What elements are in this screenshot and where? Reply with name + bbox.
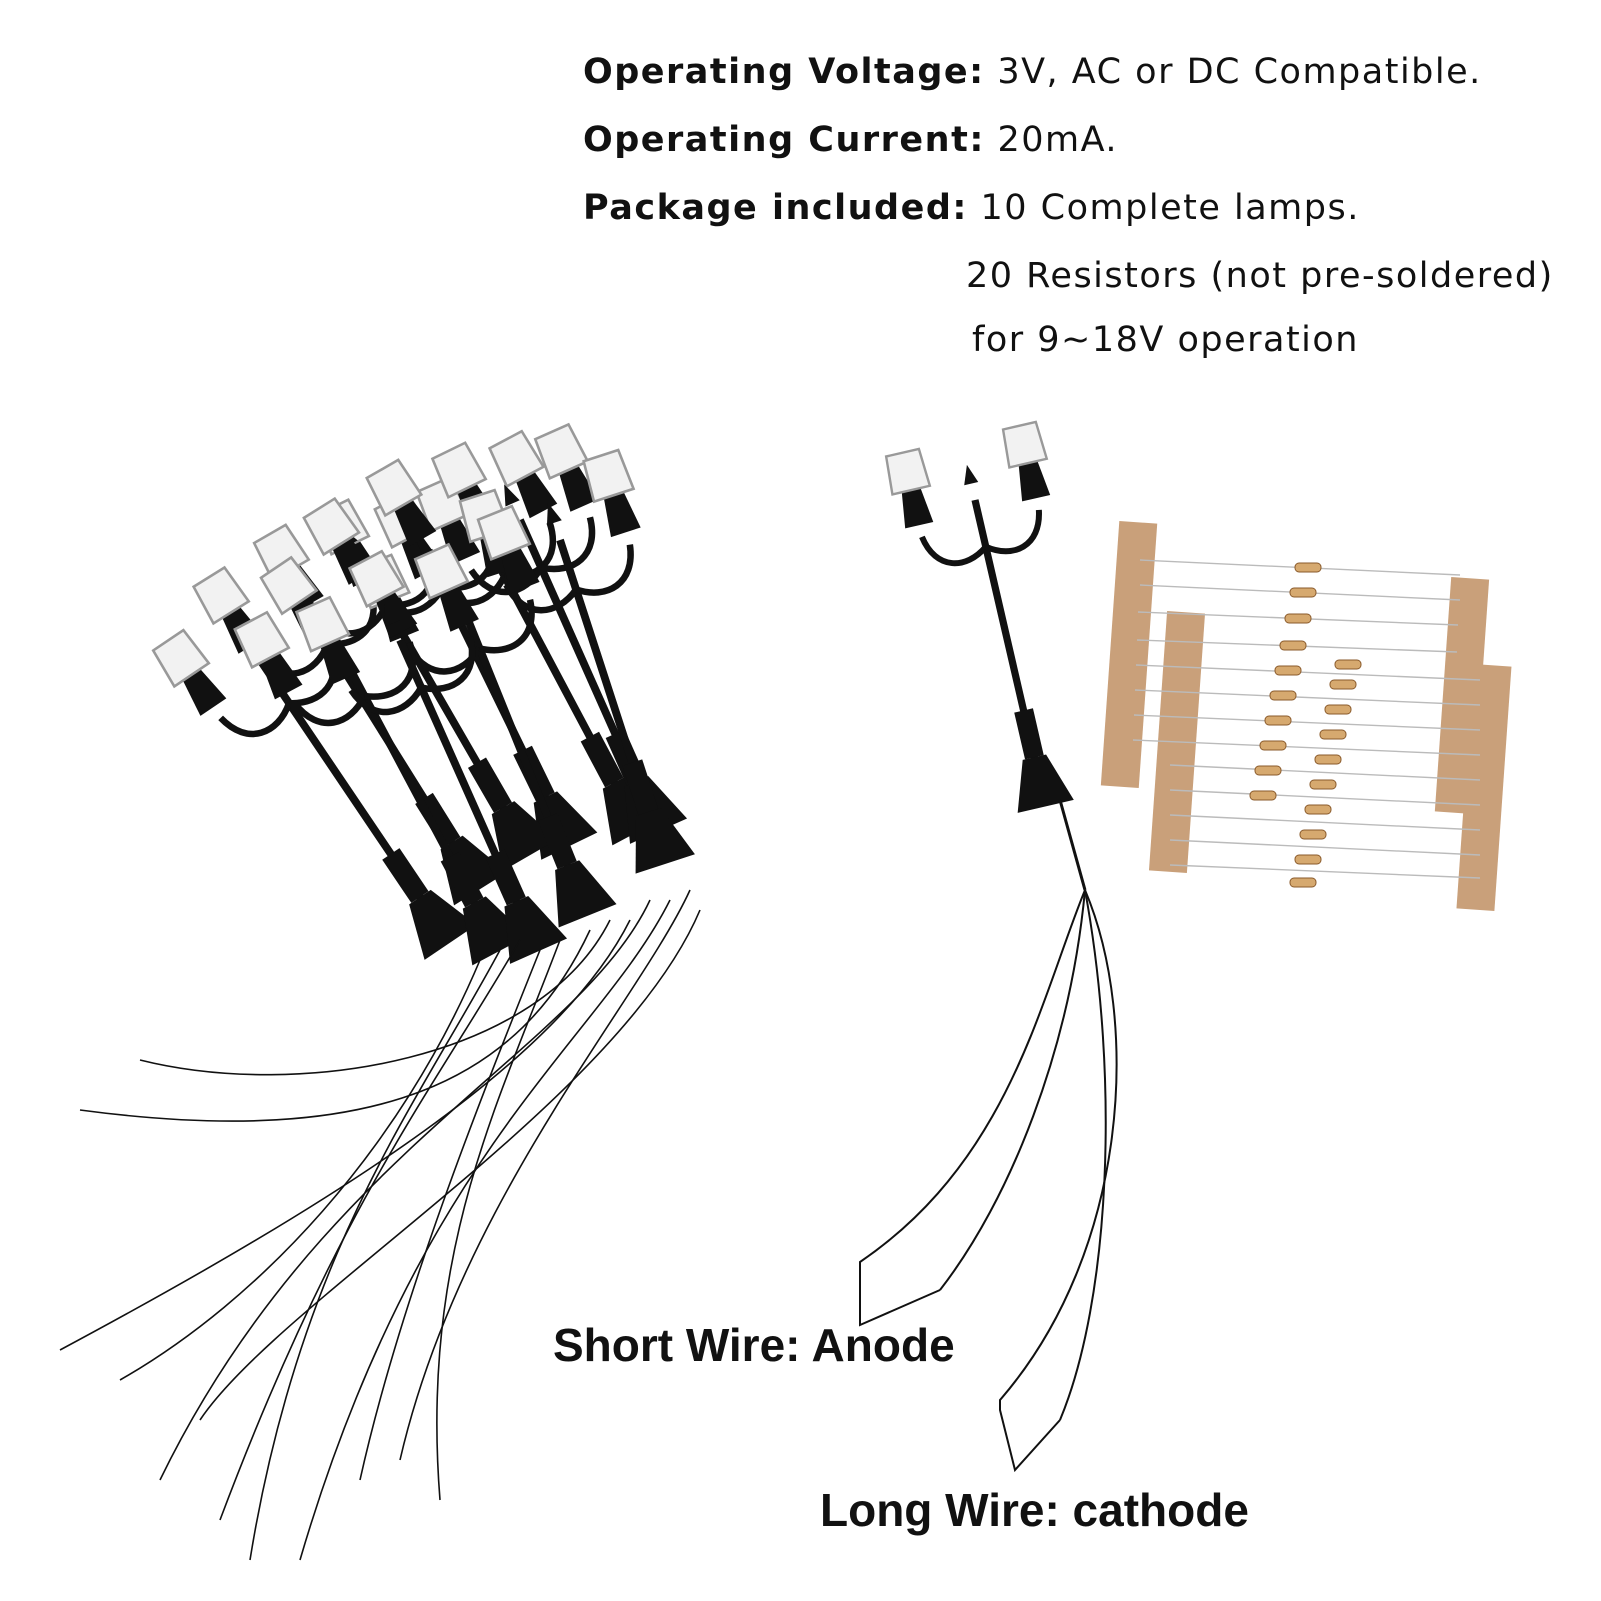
- spec-current: Operating Current: 20mA.: [583, 120, 1118, 160]
- spec-package: Package included: 10 Complete lamps.: [583, 188, 1360, 228]
- lamp-bundle: [59, 423, 747, 1561]
- voltage-label: Operating Voltage:: [583, 52, 985, 92]
- long-wire-label: Long Wire: cathode: [820, 1484, 1249, 1536]
- single-lamp: [859, 421, 1123, 1473]
- package-label: Package included:: [583, 188, 968, 228]
- current-label: Operating Current:: [583, 120, 985, 160]
- package-value: 10 Complete lamps.: [980, 188, 1360, 228]
- spec-voltage: Operating Voltage: 3V, AC or DC Compatib…: [583, 52, 1482, 92]
- short-wire-label: Short Wire: Anode: [553, 1319, 955, 1371]
- resistor-strips: [1100, 520, 1512, 912]
- package-line-3: for 9~18V operation: [972, 320, 1359, 360]
- package-line-2: 20 Resistors (not pre-soldered): [966, 256, 1554, 296]
- current-value: 20mA.: [997, 120, 1119, 160]
- voltage-value: 3V, AC or DC Compatible.: [997, 52, 1482, 92]
